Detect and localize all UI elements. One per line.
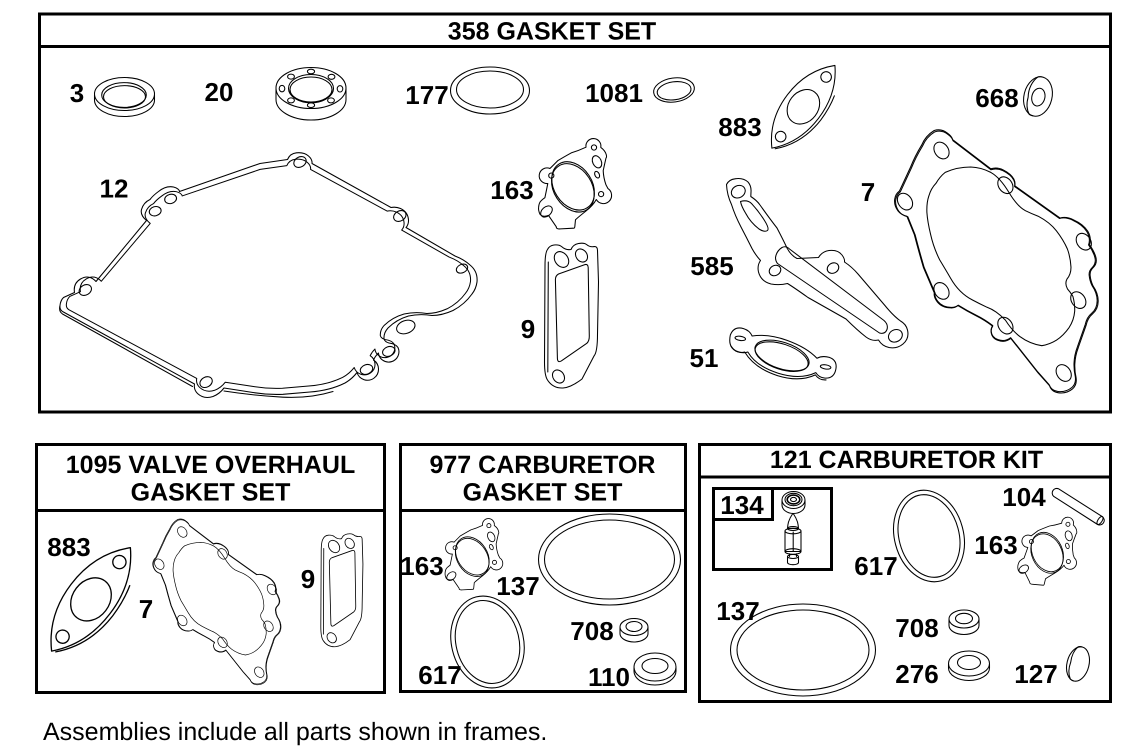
svg-text:3: 3 <box>70 78 84 108</box>
svg-text:Assemblies include all parts s: Assemblies include all parts shown in fr… <box>43 718 547 746</box>
svg-text:GASKET SET: GASKET SET <box>463 479 623 507</box>
svg-text:163: 163 <box>400 551 443 581</box>
svg-text:137: 137 <box>496 571 539 601</box>
svg-text:883: 883 <box>718 112 761 142</box>
svg-text:GASKET SET: GASKET SET <box>131 479 291 507</box>
svg-text:51: 51 <box>690 343 719 373</box>
svg-text:708: 708 <box>570 616 613 646</box>
svg-text:883: 883 <box>47 532 90 562</box>
svg-text:1081: 1081 <box>585 78 643 108</box>
svg-text:977 CARBURETOR: 977 CARBURETOR <box>430 451 656 479</box>
svg-text:20: 20 <box>205 77 234 107</box>
svg-text:104: 104 <box>1002 482 1046 512</box>
svg-text:617: 617 <box>418 660 461 690</box>
svg-text:127: 127 <box>1014 659 1057 689</box>
svg-text:708: 708 <box>895 613 938 643</box>
svg-text:358 GASKET SET: 358 GASKET SET <box>448 18 656 46</box>
svg-text:7: 7 <box>861 177 875 207</box>
svg-text:276: 276 <box>895 659 938 689</box>
svg-text:163: 163 <box>974 530 1017 560</box>
svg-text:7: 7 <box>139 594 153 624</box>
svg-text:9: 9 <box>521 314 535 344</box>
svg-text:163: 163 <box>490 175 533 205</box>
svg-text:12: 12 <box>100 174 129 204</box>
svg-text:121 CARBURETOR KIT: 121 CARBURETOR KIT <box>770 446 1043 474</box>
svg-text:1095 VALVE OVERHAUL: 1095 VALVE OVERHAUL <box>66 451 355 479</box>
svg-text:134: 134 <box>720 490 764 520</box>
svg-text:177: 177 <box>405 80 448 110</box>
svg-text:585: 585 <box>690 251 733 281</box>
svg-text:110: 110 <box>588 662 630 692</box>
svg-text:617: 617 <box>854 551 897 581</box>
svg-text:137: 137 <box>716 596 759 626</box>
svg-text:9: 9 <box>301 564 315 594</box>
svg-text:668: 668 <box>975 83 1018 113</box>
